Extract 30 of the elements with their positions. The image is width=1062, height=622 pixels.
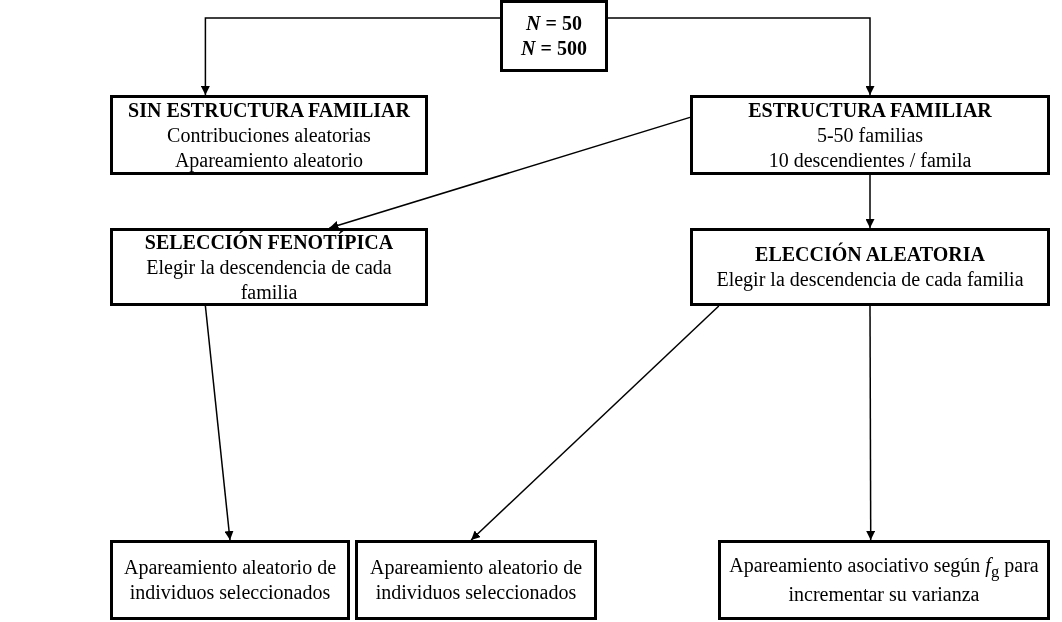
box-text: Apareamiento aleatorio de individuos seleccionados [368,555,584,605]
box-text: Contribuciones aleatorias [167,122,371,148]
box-heading: ELECCIÓN ALEATORIA [755,242,985,267]
box-text: Apareamiento aleatorio [174,147,364,173]
box-text: N = 500 [521,36,587,61]
process-box [690,228,1050,306]
process-box [690,95,1050,175]
box-heading: SELECCIÓN FENOTÍPICA [144,229,394,255]
box-text: Apareamiento asociativo según f$_{g}$ para incrementar su varianza [728,552,1040,608]
box-heading: ESTRUCTURA FAMILIAR [748,97,992,123]
box-text: 5-50 familias [816,122,924,148]
box-text: Elegir la descendencia de cada familia [145,254,393,305]
process-box [110,540,350,620]
box-text: Elegir la descendencia de cada familia [716,267,1024,292]
arrow [866,305,876,541]
arrow [865,174,875,229]
arrow [200,17,501,96]
process-box [500,0,608,72]
process-box [355,540,597,620]
arrow [204,305,234,541]
process-box [110,228,428,306]
box-text: N = 50 [526,11,582,36]
box-text: 10 descendientes / famila [768,147,972,173]
box-text: Apareamiento aleatorio de individuos seleccionados [122,555,338,605]
process-box [718,540,1050,620]
process-box [110,95,428,175]
arrow [607,17,875,96]
arrow [470,305,720,541]
arrow [328,116,691,230]
box-heading: SIN ESTRUCTURA FAMILIAR [128,97,410,123]
